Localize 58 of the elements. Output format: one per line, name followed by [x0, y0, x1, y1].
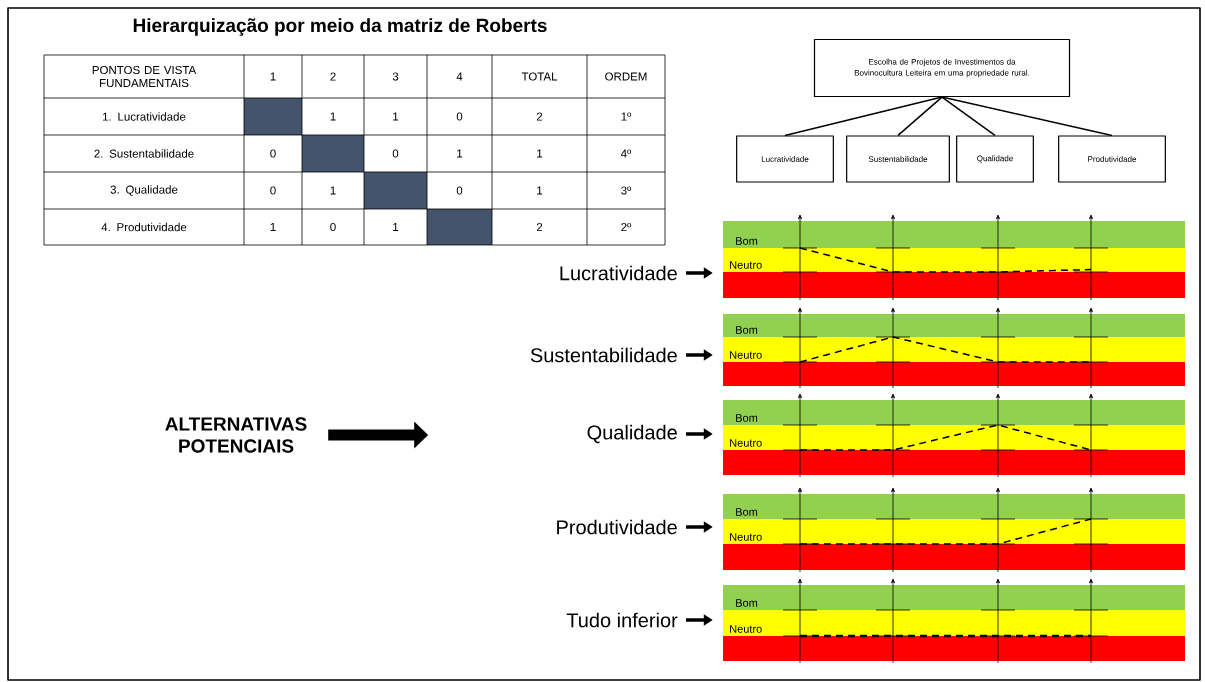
table-cell: 1: [393, 112, 399, 121]
value-band: Bom Neutro: [723, 221, 1185, 298]
criterion-box: Lucratividade: [736, 135, 834, 183]
value-band: Bom Neutro: [723, 494, 1185, 570]
table-cell: 4. Produtividade: [101, 222, 187, 232]
table-cell: 1: [537, 186, 543, 195]
table-cell: 3. Qualidade: [110, 185, 178, 196]
table-cell: 0: [456, 112, 463, 121]
connector-line: [897, 96, 943, 137]
alternative-label: Lucratividade: [560, 265, 677, 281]
table-cell: ORDEM: [605, 72, 647, 81]
node-label: Neutro: [730, 261, 762, 269]
table-cell: 0: [330, 222, 336, 232]
alternative-label: Produtividade: [557, 519, 677, 535]
table-cell: 2: [536, 112, 543, 121]
title: Hierarquização por meio da matriz de Roberts: [133, 18, 547, 36]
table-cell: 1. Lucratividade: [103, 112, 186, 121]
criterion-box: Sustentabilidade: [846, 135, 950, 183]
table-cell: 3º: [621, 186, 632, 195]
table-cell: 0: [270, 149, 276, 158]
connector-line: [941, 96, 1113, 137]
alternative-label: Sustentabilidade: [530, 347, 677, 363]
table-cell: PONTOS DE VISTA FUNDAMENTAIS: [92, 65, 197, 88]
value-band: Bom Neutro: [723, 585, 1185, 661]
table-cell: 1: [270, 223, 276, 231]
criterion-box: Escolha de Projetos de Investimentos da Bovinocultura Leiteira em uma propriedade rural.: [813, 38, 1071, 98]
table-cell: 2: [330, 72, 336, 81]
table-cell: 1: [537, 149, 543, 158]
table-cell: 2: [536, 223, 543, 231]
table-cell: 1º: [621, 112, 632, 121]
table-cell: 4: [456, 72, 463, 81]
node-label: Neutro: [730, 533, 762, 541]
table-cell: 4º: [620, 149, 632, 158]
node-label: Bom: [736, 414, 758, 422]
table-cell: 3: [392, 72, 399, 81]
alternative-label: Qualidade: [587, 424, 677, 444]
node-label: Bom: [736, 508, 758, 516]
node-label: Bom: [736, 326, 758, 334]
table-cell: 0: [270, 186, 276, 195]
connector-line: [941, 96, 996, 137]
table-cell: 1: [330, 186, 336, 195]
table-cell: 0: [456, 186, 463, 195]
criterion-box: Produtividade: [1058, 135, 1166, 183]
table-cell: TOTAL: [521, 72, 558, 81]
value-band: Bom Neutro: [723, 314, 1185, 386]
table-cell: 1: [330, 112, 336, 121]
table-cell: 1: [457, 149, 463, 158]
node-label: Bom: [736, 599, 758, 607]
value-band: Bom Neutro: [723, 400, 1185, 475]
alternative-label: Tudo inferior: [566, 612, 678, 628]
heading-text: ALTERNATIVAS POTENCIAIS: [165, 417, 307, 453]
table-cell: 1: [393, 223, 399, 231]
table-cell: 0: [392, 149, 399, 158]
table-cell: 1: [270, 72, 276, 81]
criterion-box: Qualidade: [956, 135, 1034, 183]
table-cell: 2. Sustentabilidade: [94, 149, 194, 158]
table-cell: 2º: [621, 222, 632, 231]
connector-line: [784, 96, 943, 137]
